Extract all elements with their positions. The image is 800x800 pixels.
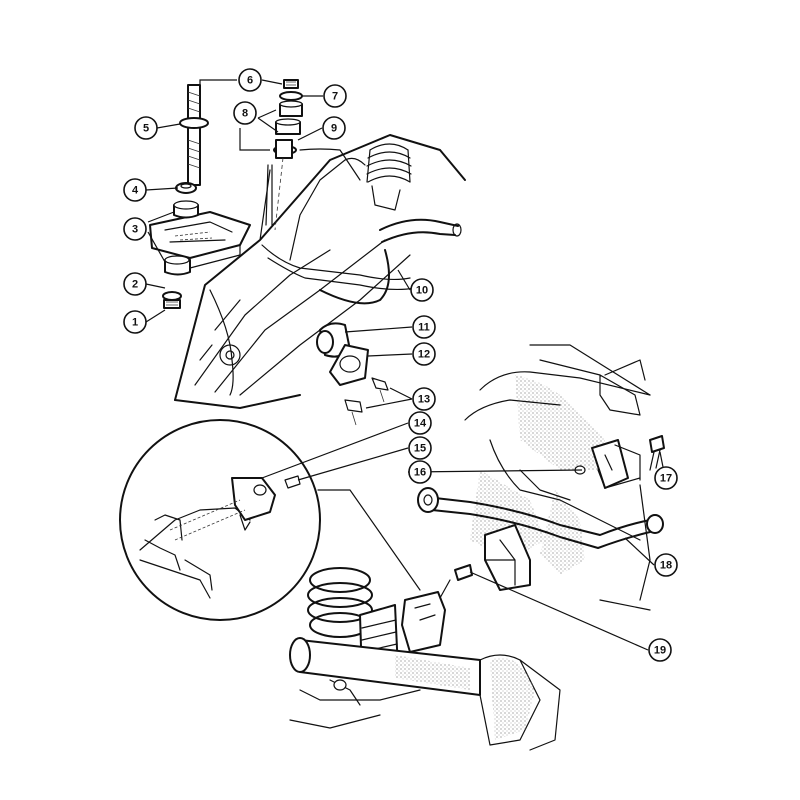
callout-circle <box>233 101 257 125</box>
callout-number: 13 <box>418 394 430 406</box>
callout-7: 7 <box>323 84 347 108</box>
detail-view-circle <box>119 419 321 621</box>
rear-axle-tube <box>289 637 561 751</box>
sway-bar-bushing-upper <box>316 322 389 426</box>
callout-number: 6 <box>247 75 253 87</box>
callout-number: 15 <box>414 443 426 455</box>
rear-coil-spring <box>307 567 373 638</box>
callout-18: 18 <box>654 553 678 577</box>
callout-12: 12 <box>412 342 436 366</box>
callout-circle <box>238 68 262 92</box>
callout-6: 6 <box>238 68 262 92</box>
callout-circle <box>412 342 436 366</box>
callout-4: 4 <box>123 178 147 202</box>
detail-link-line <box>317 489 421 591</box>
callout-circle <box>123 217 147 241</box>
callout-11: 11 <box>412 315 436 339</box>
callout-circle <box>410 278 434 302</box>
callout-number: 8 <box>242 108 248 120</box>
callout-number: 16 <box>414 467 426 479</box>
callout-number: 17 <box>660 473 672 485</box>
callout-circle <box>123 178 147 202</box>
callout-8: 8 <box>233 101 257 125</box>
callout-number: 2 <box>132 279 138 291</box>
callout-circle <box>654 553 678 577</box>
rear-body-structure <box>289 344 665 751</box>
callout-5: 5 <box>134 116 158 140</box>
callout-circle <box>123 272 147 296</box>
front-frame-assembly <box>149 134 466 409</box>
callout-number: 4 <box>132 185 139 197</box>
shock-stud-stack <box>162 84 209 309</box>
hub-knuckle <box>199 299 241 366</box>
callout-circle <box>412 315 436 339</box>
callout-1: 1 <box>123 310 147 334</box>
callout-number: 10 <box>416 285 428 297</box>
callout-16: 16 <box>408 460 432 484</box>
callout-9: 9 <box>322 116 346 140</box>
callout-17: 17 <box>654 466 678 490</box>
callout-number: 14 <box>414 418 427 430</box>
callout-number: 11 <box>418 322 430 334</box>
callout-number: 1 <box>132 317 138 329</box>
leader-lines <box>145 79 665 651</box>
callout-circle <box>408 411 432 435</box>
callout-10: 10 <box>410 278 434 302</box>
upper-insulator-stack <box>265 79 303 231</box>
upper-bump-stop <box>366 143 412 211</box>
callout-circle <box>322 116 346 140</box>
callout-2: 2 <box>123 272 147 296</box>
callout-3: 3 <box>123 217 147 241</box>
callout-circle <box>408 436 432 460</box>
callout-15: 15 <box>408 436 432 460</box>
callout-circle <box>123 310 147 334</box>
callout-circle <box>412 387 436 411</box>
shock-mount-plate <box>149 211 251 269</box>
callout-number: 12 <box>418 349 430 361</box>
callout-number: 7 <box>332 91 338 103</box>
callout-number: 19 <box>654 645 666 657</box>
callout-19: 19 <box>648 638 672 662</box>
callout-circle <box>134 116 158 140</box>
callout-number: 18 <box>660 560 672 572</box>
callout-circle <box>648 638 672 662</box>
callout-13: 13 <box>412 387 436 411</box>
callout-number: 3 <box>132 224 138 236</box>
callout-number: 5 <box>143 123 149 135</box>
callout-circle <box>654 466 678 490</box>
callout-circle <box>323 84 347 108</box>
callout-circle <box>408 460 432 484</box>
callout-14: 14 <box>408 411 432 435</box>
callout-number: 9 <box>331 123 337 135</box>
